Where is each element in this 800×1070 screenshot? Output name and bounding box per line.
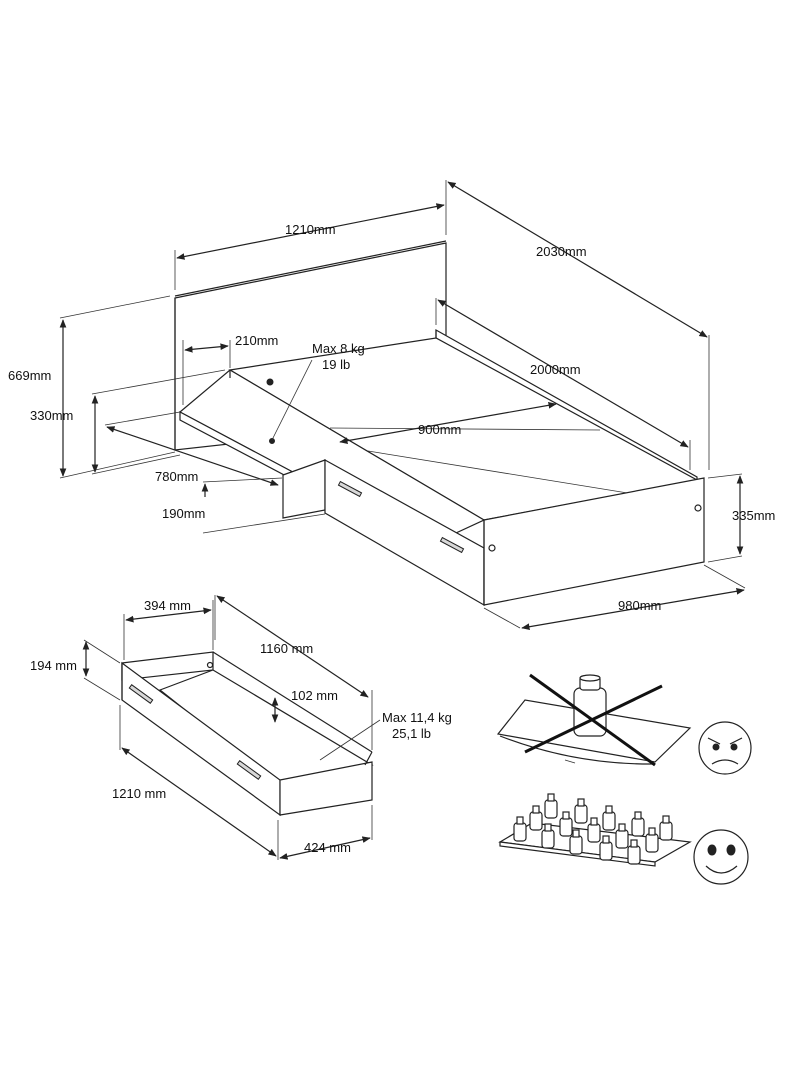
drawer-dimensions bbox=[82, 595, 381, 860]
drawer-depth-label: 424 mm bbox=[304, 840, 351, 855]
load-guide-right bbox=[498, 793, 749, 885]
shelf-load-lb: 19 lb bbox=[322, 357, 350, 372]
many-weights-icon bbox=[513, 793, 673, 865]
bed-width-label: 1210mm bbox=[285, 222, 336, 237]
load-guide-wrong bbox=[496, 673, 752, 775]
shelf-load-kg: Max 8 kg bbox=[312, 341, 365, 356]
head-height-label: 669mm bbox=[8, 368, 51, 383]
drawer-height-label: 194 mm bbox=[30, 658, 77, 673]
drawer-load-kg: Max 11,4 kg bbox=[382, 710, 452, 725]
shelf-length-label: 780mm bbox=[155, 469, 198, 484]
bed-dimensions bbox=[59, 180, 746, 631]
shelf-clearance-label: 190mm bbox=[162, 506, 205, 521]
drawer-load-lb: 25,1 lb bbox=[392, 726, 431, 741]
total-width-label: 980mm bbox=[618, 598, 661, 613]
inner-length-label: 2000mm bbox=[530, 362, 581, 377]
foot-height-label: 335mm bbox=[732, 508, 775, 523]
bed-length-label: 2030mm bbox=[536, 244, 587, 259]
shelf-depth-label: 210mm bbox=[235, 333, 278, 348]
drawer-length-label: 1160 mm bbox=[260, 641, 313, 656]
bed-drawing bbox=[174, 240, 705, 763]
drawer-front-length-label: 1210 mm bbox=[112, 786, 166, 801]
side-height-label: 330mm bbox=[30, 408, 73, 423]
happy-face-icon bbox=[693, 829, 749, 885]
inner-width-label: 900mm bbox=[418, 422, 461, 437]
drawer-end-panel bbox=[279, 761, 373, 816]
drawer-width-label: 394 mm bbox=[144, 598, 191, 613]
angry-face-icon bbox=[698, 721, 752, 775]
drawer-inner-height-label: 102 mm bbox=[291, 688, 338, 703]
